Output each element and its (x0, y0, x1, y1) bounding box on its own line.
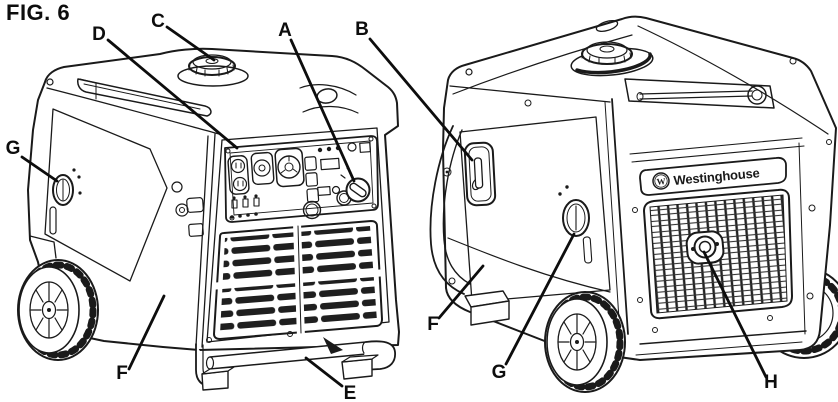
front-corner-pillar (171, 133, 216, 348)
left-top-handle-recess (77, 78, 212, 117)
callout-c-label: C (151, 11, 165, 32)
left-generator (17, 47, 400, 391)
wheel-spokes (30, 281, 68, 339)
oil-cap-left (49, 168, 82, 235)
callout-g-right-label: G (492, 362, 507, 383)
callout-a-leader (289, 38, 356, 183)
callout-c-leader (165, 25, 216, 62)
brand-monogram: W (656, 176, 666, 187)
left-side-door-panel (44, 108, 168, 282)
fuel-cap-left (177, 54, 249, 87)
callout-g-left-label: G (6, 138, 21, 159)
folding-handle-tube (429, 125, 471, 295)
side-latch (463, 141, 497, 207)
callout-f-right-label: F (427, 314, 439, 335)
right-generator: W Westinghouse (429, 15, 838, 393)
rear-grille (643, 188, 793, 320)
brand-badge: W Westinghouse (639, 156, 787, 196)
callout-e-label: E (344, 383, 357, 402)
top-carry-handle (624, 78, 775, 109)
callouts: D C A B G F E F G H (6, 11, 778, 402)
callout-f-left-leader (127, 294, 166, 371)
figure-title: FIG. 6 (6, 0, 70, 25)
grille-port (685, 230, 725, 265)
callout-e-leader (304, 356, 344, 388)
callout-b-leader (368, 37, 474, 162)
oil-cap-right (558, 185, 593, 264)
callout-h-label: H (764, 372, 778, 393)
callout-g-left-leader (20, 155, 59, 183)
frame-skid-bar (195, 331, 396, 391)
callout-d-label: D (92, 24, 106, 45)
callout-h-leader (702, 250, 768, 379)
callout-f-right-leader (437, 264, 485, 320)
callout-g-right-leader (504, 232, 576, 366)
brand-logo-circle (652, 172, 670, 190)
front-grille (213, 220, 383, 340)
front-wheel-right-generator (544, 291, 626, 393)
fuel-cap-right (570, 41, 654, 77)
right-side-door-panel (459, 116, 611, 303)
callout-a-label: A (278, 20, 292, 41)
callout-f-left-label: F (116, 363, 128, 384)
left-wheel (17, 259, 99, 361)
right-foot-block (448, 277, 510, 326)
control-panel (224, 135, 379, 223)
callout-b-label: B (355, 19, 369, 40)
callout-d-leader (106, 38, 239, 150)
panel-toggles (231, 194, 260, 209)
engine-control-knob (340, 167, 371, 203)
